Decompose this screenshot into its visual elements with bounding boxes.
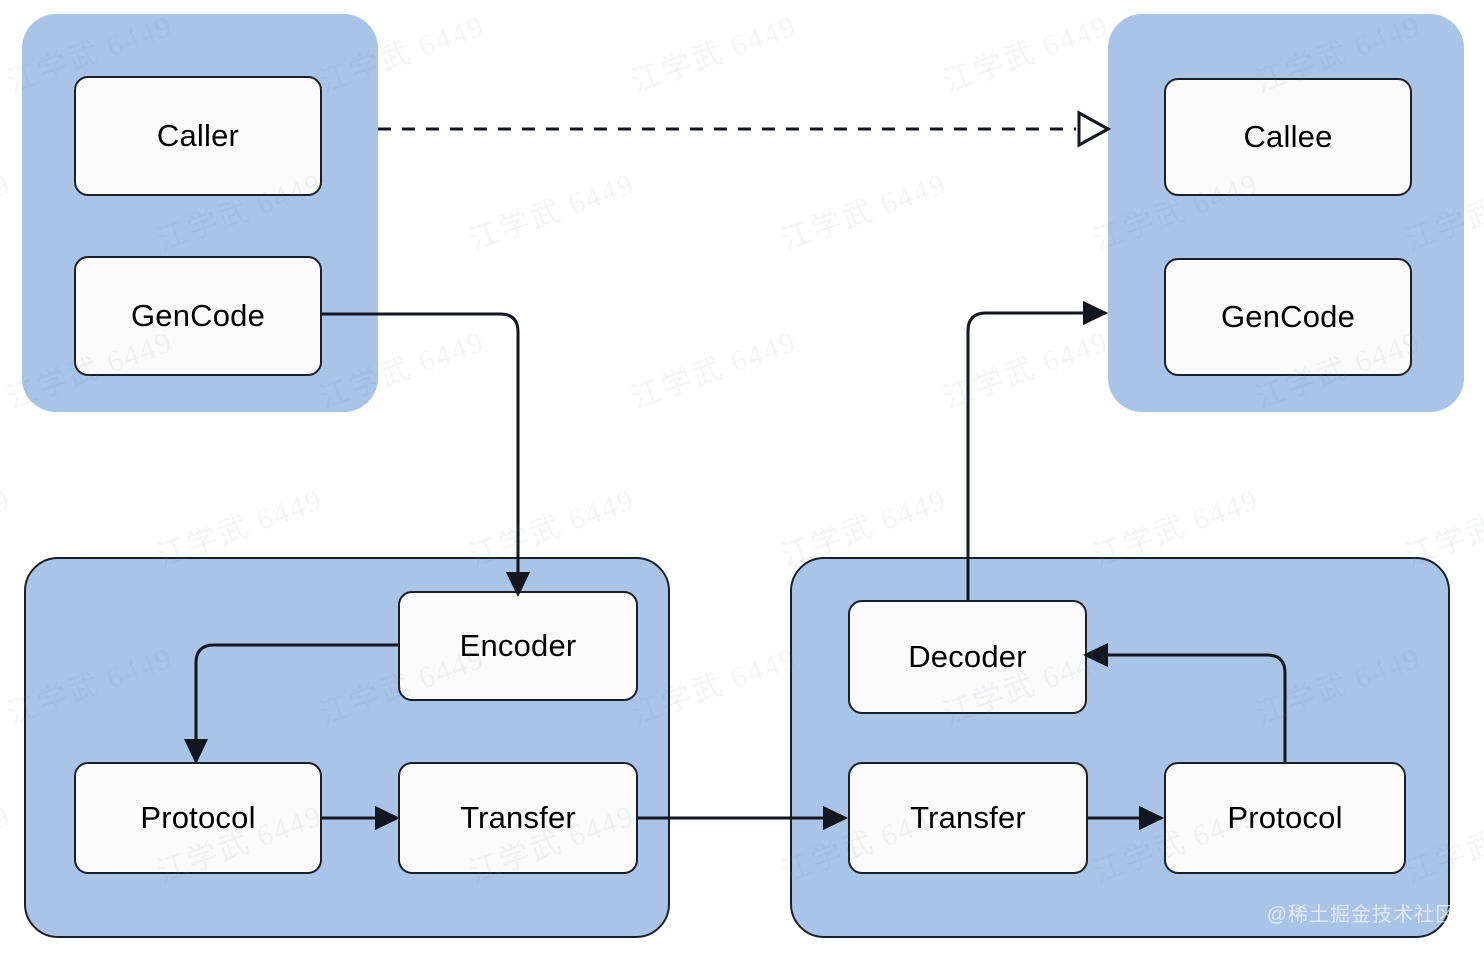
node-callee-label: Callee (1243, 119, 1333, 154)
node-callee[interactable]: Callee (1164, 78, 1412, 196)
arrowhead-encoder-in (506, 572, 530, 597)
node-caller[interactable]: Caller (74, 76, 322, 196)
arrowhead-protocol-in (184, 739, 208, 764)
node-encoder-label: Encoder (459, 628, 577, 663)
arrowhead-callee-gencode-in (1083, 301, 1108, 325)
node-right-protocol[interactable]: Protocol (1164, 762, 1406, 874)
node-callee-gencode-label: GenCode (1220, 299, 1356, 334)
node-left-transfer-label: Transfer (460, 800, 576, 835)
credit-watermark: @稀土掘金技术社区 (1266, 904, 1456, 926)
arrowhead-left-transfer-in (375, 806, 400, 830)
node-decoder[interactable]: Decoder (848, 600, 1087, 714)
node-right-transfer[interactable]: Transfer (848, 762, 1088, 874)
decode-group-container (790, 557, 1450, 938)
arrowhead-decoder-in (1083, 643, 1108, 667)
arrowhead-callee-in (1077, 110, 1112, 148)
node-left-protocol-label: Protocol (140, 800, 256, 835)
arrowhead-right-protocol-in (1139, 806, 1164, 830)
arrowhead-right-transfer-in (823, 806, 848, 830)
node-caller-label: Caller (156, 118, 240, 153)
node-right-protocol-label: Protocol (1227, 800, 1343, 835)
node-caller-gencode-label: GenCode (130, 298, 266, 333)
node-callee-gencode[interactable]: GenCode (1164, 258, 1412, 376)
node-left-protocol[interactable]: Protocol (74, 762, 322, 874)
node-caller-gencode[interactable]: GenCode (74, 256, 322, 376)
edge-overlay-arrowheads (184, 110, 1164, 830)
node-decoder-label: Decoder (908, 639, 1027, 674)
node-right-transfer-label: Transfer (910, 800, 1026, 835)
node-left-transfer[interactable]: Transfer (398, 762, 638, 874)
